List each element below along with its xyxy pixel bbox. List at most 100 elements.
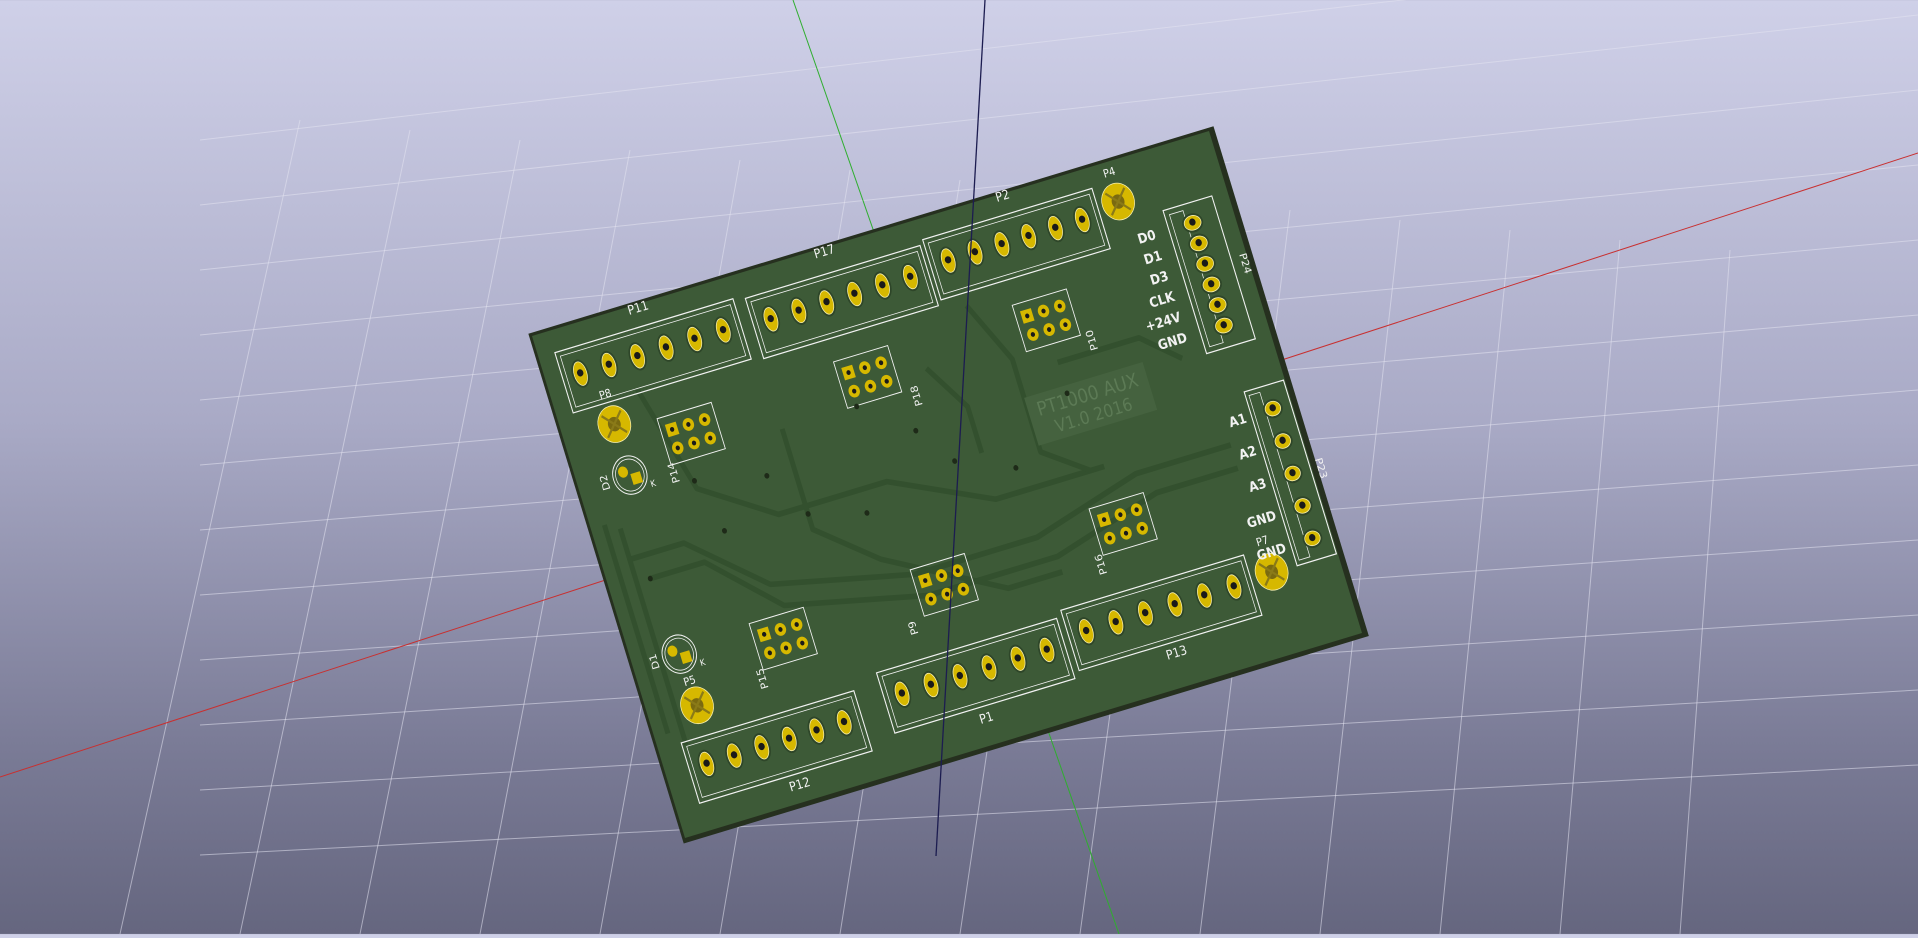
via <box>913 427 919 434</box>
header-p2[interactable]: P2 <box>915 163 1111 301</box>
via <box>721 527 727 534</box>
trace <box>602 524 671 735</box>
drill-hole <box>1230 582 1237 590</box>
trace <box>628 442 1232 588</box>
reference-label: P7 <box>1254 533 1270 550</box>
mounting-hole-p4: P4 <box>1101 164 1135 221</box>
reference-label: P16 <box>1092 552 1110 576</box>
header-p15[interactable]: P15 <box>740 606 823 691</box>
drill-hole <box>898 689 906 697</box>
reference-label: A2 <box>1237 443 1259 463</box>
drill-hole <box>719 326 727 334</box>
header-p11[interactable]: P11 <box>547 274 752 414</box>
via <box>1013 465 1019 471</box>
drill-hole <box>1052 223 1059 231</box>
header-p1[interactable]: P1 <box>875 617 1080 751</box>
drill-hole <box>1195 239 1202 247</box>
reference-label: D3 <box>1148 269 1170 290</box>
drill-hole <box>1299 501 1306 509</box>
reference-label: D1 <box>1142 248 1164 269</box>
header-p16[interactable]: P16 <box>1079 491 1163 577</box>
drill-hole <box>1112 617 1119 626</box>
reference-label: P10 <box>1083 328 1101 352</box>
reference-label: P12 <box>787 774 812 794</box>
header-p9[interactable]: P9 <box>891 552 983 637</box>
reference-label: P18 <box>908 384 926 408</box>
drill-hole <box>1025 231 1032 240</box>
led-d2: D2 K <box>597 455 658 495</box>
via <box>647 575 653 582</box>
drill-hole <box>998 239 1005 248</box>
mounting-hole-p8: P8 <box>597 386 632 443</box>
reference-label: K <box>649 477 657 489</box>
via <box>805 511 811 517</box>
drill-hole <box>1014 654 1021 662</box>
drill-hole <box>691 334 698 342</box>
board-surface <box>532 131 1363 838</box>
trace <box>964 303 1092 474</box>
header-p18[interactable]: P18 <box>832 340 926 426</box>
drill-hole <box>730 751 738 759</box>
trace <box>1056 335 1184 366</box>
drill-hole <box>956 671 964 680</box>
header-p13[interactable]: P13 <box>1060 554 1268 688</box>
reference-label: P2 <box>994 187 1012 205</box>
via <box>1064 390 1070 397</box>
drill-hole <box>879 281 886 289</box>
reference-label: P24 <box>1236 252 1254 276</box>
drill-hole <box>785 734 793 742</box>
drill-hole <box>1082 626 1090 635</box>
reference-label: A1 <box>1227 411 1249 431</box>
drill-hole <box>906 272 914 280</box>
drill-hole <box>758 742 765 751</box>
reference-label: P23 <box>1312 456 1330 480</box>
reference-label: P17 <box>812 241 837 261</box>
reference-label: P8 <box>597 386 613 403</box>
reference-label: P14 <box>665 461 683 485</box>
drill-hole <box>1214 300 1221 308</box>
trace <box>924 366 985 454</box>
reference-label: P11 <box>626 298 651 318</box>
reference-label: P9 <box>906 620 922 637</box>
trace <box>779 428 1064 592</box>
reference-label: P13 <box>1164 642 1189 662</box>
drill-hole <box>634 351 641 360</box>
drill-hole <box>1141 609 1149 617</box>
drill-hole <box>840 717 848 726</box>
reference-label: CLK <box>1147 289 1177 312</box>
drill-hole <box>1078 215 1086 223</box>
reference-label: P4 <box>1101 164 1117 181</box>
drill-hole <box>1269 404 1276 412</box>
drill-hole <box>662 343 670 351</box>
via <box>952 458 958 464</box>
reference-label: A3 <box>1247 476 1269 496</box>
mounting-hole-p5: P5 <box>680 672 714 725</box>
drill-hole <box>795 306 802 314</box>
via <box>764 472 770 479</box>
trace <box>634 387 1106 518</box>
drill-hole <box>1200 591 1208 599</box>
reference-label: D2 <box>597 473 613 492</box>
header-p12[interactable]: P12 <box>680 689 877 821</box>
drill-hole <box>1220 321 1227 329</box>
header-p14[interactable]: P14 <box>652 401 731 485</box>
drill-hole <box>1043 645 1050 653</box>
via <box>864 510 870 516</box>
header-p10[interactable]: P10 <box>1011 284 1101 369</box>
drill-hole <box>823 298 830 306</box>
drill-hole <box>813 726 820 734</box>
drill-hole <box>605 360 613 368</box>
drill-hole <box>767 314 774 323</box>
reference-label: P1 <box>977 709 995 727</box>
reference-label: K <box>698 656 706 668</box>
reference-label: P15 <box>754 667 772 691</box>
drill-hole <box>1207 280 1215 288</box>
drill-hole <box>1279 436 1286 444</box>
via <box>691 478 697 484</box>
drill-hole <box>971 248 979 256</box>
header-p17[interactable]: P17 <box>737 217 940 360</box>
